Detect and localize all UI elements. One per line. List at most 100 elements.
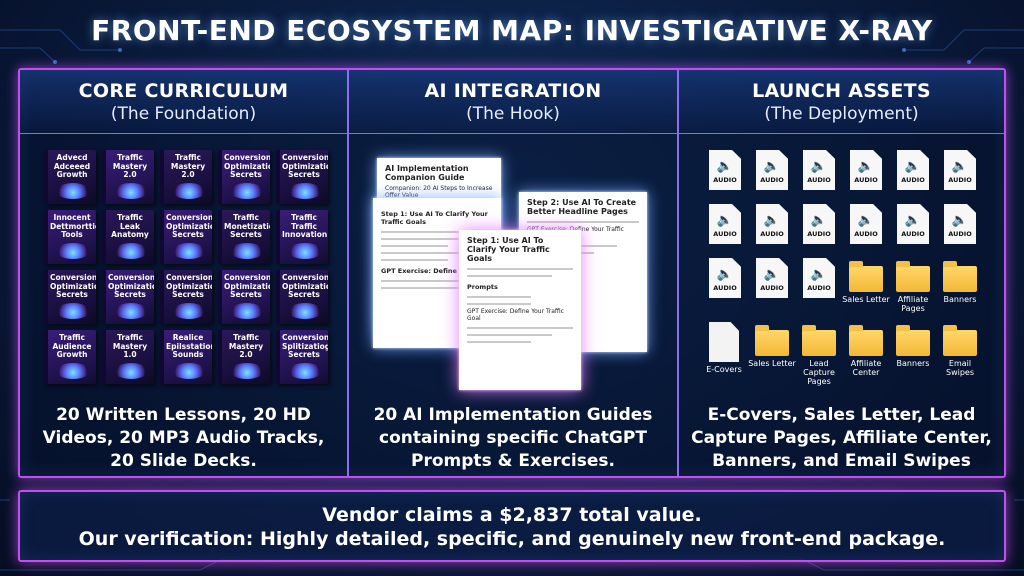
book-title: Traffic Mastery 2.0 <box>112 153 148 179</box>
audio-label: AUDIO <box>854 230 878 238</box>
speaker-icon: 🔈 <box>763 267 781 282</box>
page-title: FRONT-END ECOSYSTEM MAP: INVESTIGATIVE X… <box>91 14 933 47</box>
book-title: Conversion Optimization Secrets <box>108 273 154 299</box>
book-title: Conversion Splitizatiog Secrets <box>282 333 328 359</box>
column-title: AI INTEGRATION <box>424 80 602 102</box>
folder-icon <box>943 261 977 292</box>
folder-icon <box>896 325 930 356</box>
audio-file: 🔈 AUDIO <box>797 204 841 244</box>
book-art-icon <box>288 363 322 379</box>
audio-file: 🔈AUDIO <box>844 150 888 190</box>
book-cover: Traffic Mastery 2.0 <box>218 330 270 384</box>
book-cover: Traffic Traffic Innovation <box>276 210 328 264</box>
column-ai-integration: AI INTEGRATION (The Hook) AI Implementat… <box>349 70 679 476</box>
book-cover: Traffic Mastery 2.0 <box>160 150 212 204</box>
ecovers-file: E-Covers <box>697 322 751 374</box>
audio-file: 🔈 AUDIO <box>750 258 794 298</box>
speaker-icon: 🔈 <box>904 213 922 228</box>
text-line <box>467 341 531 343</box>
book-title: Conversion Optimization Secrets <box>50 273 96 299</box>
audio-label: AUDIO <box>807 230 831 238</box>
folder-icon <box>943 325 977 356</box>
speaker-icon: 🔈 <box>763 213 781 228</box>
book-cover: Conversion Optimization Secrets <box>218 150 270 204</box>
audio-file: 🔈AUDIO <box>844 204 888 244</box>
audio-label: AUDIO <box>713 176 737 184</box>
folder-label: Banners <box>943 295 977 304</box>
book-cover: Conversion Optimization Secrets <box>276 150 328 204</box>
book-cover: Traffic Audience Growth <box>44 330 96 384</box>
book-title: Traffic Monetization Secrets <box>224 213 270 239</box>
text-line <box>467 303 531 305</box>
book-art-icon <box>230 363 264 379</box>
book-cover: Realice Epilsstation Sounds <box>160 330 212 384</box>
text-line <box>527 221 639 223</box>
guide-exercise: GPT Exercise: Define Your Traf <box>381 267 492 275</box>
guide-subheading: Companion: 20 AI Steps to Increase Offer… <box>385 185 493 199</box>
book-art-icon <box>230 243 264 259</box>
book-art-icon <box>114 363 148 379</box>
column-description: E-Covers, Sales Letter, Lead Capture Pag… <box>691 405 992 471</box>
text-line <box>381 231 493 233</box>
book-title: Conversion Optimization Secrets <box>282 273 328 299</box>
assets-area: 🔈 AUDIO 🔈 AUDIO 🔈 AUDIO 🔈 AUDIO 🔈 AUDIO 🔈 AUDI… <box>679 136 1004 392</box>
guide-heading: AI Implementation Companion Guide <box>385 164 469 182</box>
guide-heading: Step 1: Use AI To Clarify Your Traffic G… <box>467 236 550 263</box>
guide-subheading: GPT Exercise: Define Your Traffic Goal <box>467 308 564 322</box>
guide-step-title: Prompts <box>467 283 498 291</box>
book-cover: Conversion Optimization Secrets <box>160 210 212 264</box>
book-cover: Innocent Dettmorttion Tools <box>44 210 96 264</box>
text-line <box>467 296 531 298</box>
audio-file: 🔈AUDIO <box>891 204 935 244</box>
verification-note: Our verification: Highly detailed, speci… <box>78 528 946 550</box>
folder-icon <box>755 325 789 356</box>
audio-file: 🔈AUDIO <box>703 204 747 244</box>
audio-label: AUDIO <box>807 284 831 292</box>
speaker-icon: 🔈 <box>716 159 734 174</box>
book-art-icon <box>172 183 206 199</box>
book-art-icon <box>114 243 148 259</box>
vendor-claim: Vendor claims a $2,837 total value. <box>322 504 702 526</box>
book-cover: Traffic Mastery 2.0 <box>102 150 154 204</box>
column-title: CORE CURRICULUM <box>78 80 289 102</box>
audio-file: 🔈AUDIO <box>750 150 794 190</box>
book-title: Realice Epilsstation Sounds <box>166 333 212 359</box>
book-title: Innocent Dettmorttion Tools <box>50 213 96 239</box>
book-title: Conversion Optimization Secrets <box>282 153 328 179</box>
verdict-box: Vendor claims a $2,837 total value. Our … <box>18 490 1006 562</box>
audio-label: AUDIO <box>760 230 784 238</box>
book-title: Traffic Leak Anatomy <box>111 213 149 239</box>
audio-file: 🔈AUDIO <box>703 258 747 298</box>
asset-label: Email Swipes <box>945 359 974 377</box>
text-line <box>381 280 493 282</box>
audio-file: 🔈 AUDIO <box>703 150 747 190</box>
book-title: Conversion Optimization Secrets <box>224 153 270 179</box>
columns-panel: CORE CURRICULUM (The Foundation) Advecd … <box>18 68 1006 478</box>
book-art-icon <box>114 303 148 319</box>
audio-label: AUDIO <box>760 176 784 184</box>
folder-icon <box>849 261 883 292</box>
folder-sales-letter-2: Sales Letter <box>746 322 798 368</box>
speaker-icon: 🔈 <box>716 267 734 282</box>
audio-label: AUDIO <box>760 284 784 292</box>
book-art-icon <box>114 183 148 199</box>
folder-icon <box>802 325 836 356</box>
guides-area: AI Implementation Companion Guide Compan… <box>349 136 677 392</box>
book-art-icon <box>172 243 206 259</box>
text-line <box>381 252 471 254</box>
book-title: Advecd Adceeed Growth <box>53 153 91 179</box>
book-cover: Conversion Optimization Secrets <box>44 270 96 324</box>
book-cover: Advecd Adceeed Growth <box>44 150 96 204</box>
book-art-icon <box>288 183 322 199</box>
book-cover: Conversion Optimization Secrets <box>102 270 154 324</box>
folder-label: Sales Letter <box>842 295 890 304</box>
book-title: Traffic Mastery 2.0 <box>228 333 264 359</box>
guide-step-title: Step 1: Use AI To Clarify Your Traffic G… <box>381 210 488 226</box>
folder-icon <box>849 325 883 356</box>
book-cover: Traffic Monetization Secrets <box>218 210 270 264</box>
guide-heading: Step 2: Use AI To Create Better Headline… <box>527 198 637 216</box>
text-line <box>381 245 449 247</box>
book-art-icon <box>56 363 90 379</box>
book-art-icon <box>56 303 90 319</box>
speaker-icon: 🔈 <box>810 213 828 228</box>
